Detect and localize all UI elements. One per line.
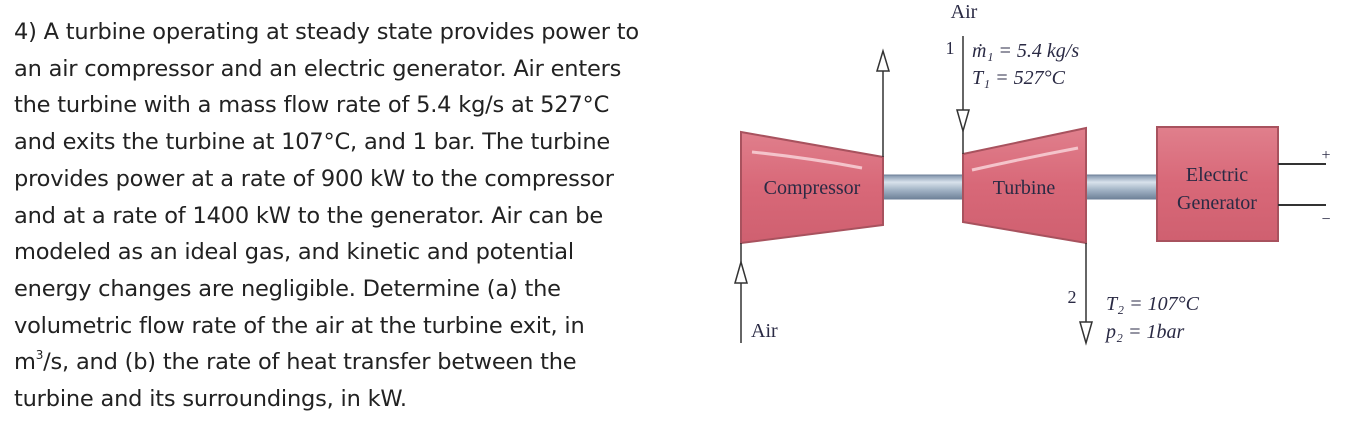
unit-base: m (14, 349, 36, 376)
generator-label-line1: Electric (1186, 164, 1248, 186)
terminal-plus: + (1321, 147, 1330, 164)
state1-number: 1 (946, 38, 955, 58)
problem-line: and exits the turbine at 107°C, and 1 ba… (14, 129, 611, 156)
state2-temperature: T₂ = 107°C (1106, 293, 1200, 315)
problem-line: volumetric flow rate of the air at the t… (14, 312, 585, 339)
turbine-inlet-label: Air (951, 1, 978, 23)
problem-line: the turbine with a mass flow rate of 5.4… (14, 92, 610, 119)
problem-line: modeled as an ideal gas, and kinetic and… (14, 239, 574, 266)
turbine-outlet-arrow (1079, 321, 1093, 346)
compressor-body (740, 130, 884, 245)
shaft-turbine-generator (1085, 174, 1163, 200)
shaft-compressor-turbine (879, 174, 971, 200)
generator-body (1156, 126, 1279, 242)
problem-line: and at a rate of 1400 kW to the generato… (14, 202, 604, 229)
generator-label-line2: Generator (1177, 192, 1257, 214)
turbine-label: Turbine (993, 177, 1056, 199)
turbine-highlight (971, 146, 1079, 172)
compressor-highlight (751, 150, 863, 170)
unit-exponent: 3 (35, 348, 44, 363)
problem-line-rest: /s, and (b) the rate of heat transfer be… (43, 349, 577, 376)
problem-line: 4) A turbine operating at steady state p… (14, 19, 639, 45)
compressor-outlet-arrow (875, 48, 891, 72)
problem-statement: 4) A turbine operating at steady state p… (14, 14, 726, 418)
problem-line: an air compressor and an electric genera… (14, 55, 622, 82)
compressor-inlet-label: Air (751, 320, 778, 342)
terminal-minus: − (1321, 211, 1330, 228)
problem-line: turbine and its surroundings, in kW. (14, 386, 407, 413)
state2-pressure: p₂ = 1bar (1104, 321, 1184, 343)
state2-number: 2 (1068, 287, 1077, 307)
compressor-label: Compressor (764, 177, 861, 199)
compressor-inlet-arrow (734, 259, 748, 284)
problem-line: provides power at a rate of 900 kW to th… (14, 165, 614, 192)
state1-mass-flow: ṁ₁ = 5.4 kg/s (972, 40, 1079, 62)
problem-line: m3/s, and (b) the rate of heat transfer … (14, 344, 726, 381)
state1-temperature: T₁ = 527°C (972, 67, 1066, 89)
problem-line: energy changes are negligible. Determine… (14, 275, 561, 302)
turbine-inlet-arrow (956, 109, 970, 134)
